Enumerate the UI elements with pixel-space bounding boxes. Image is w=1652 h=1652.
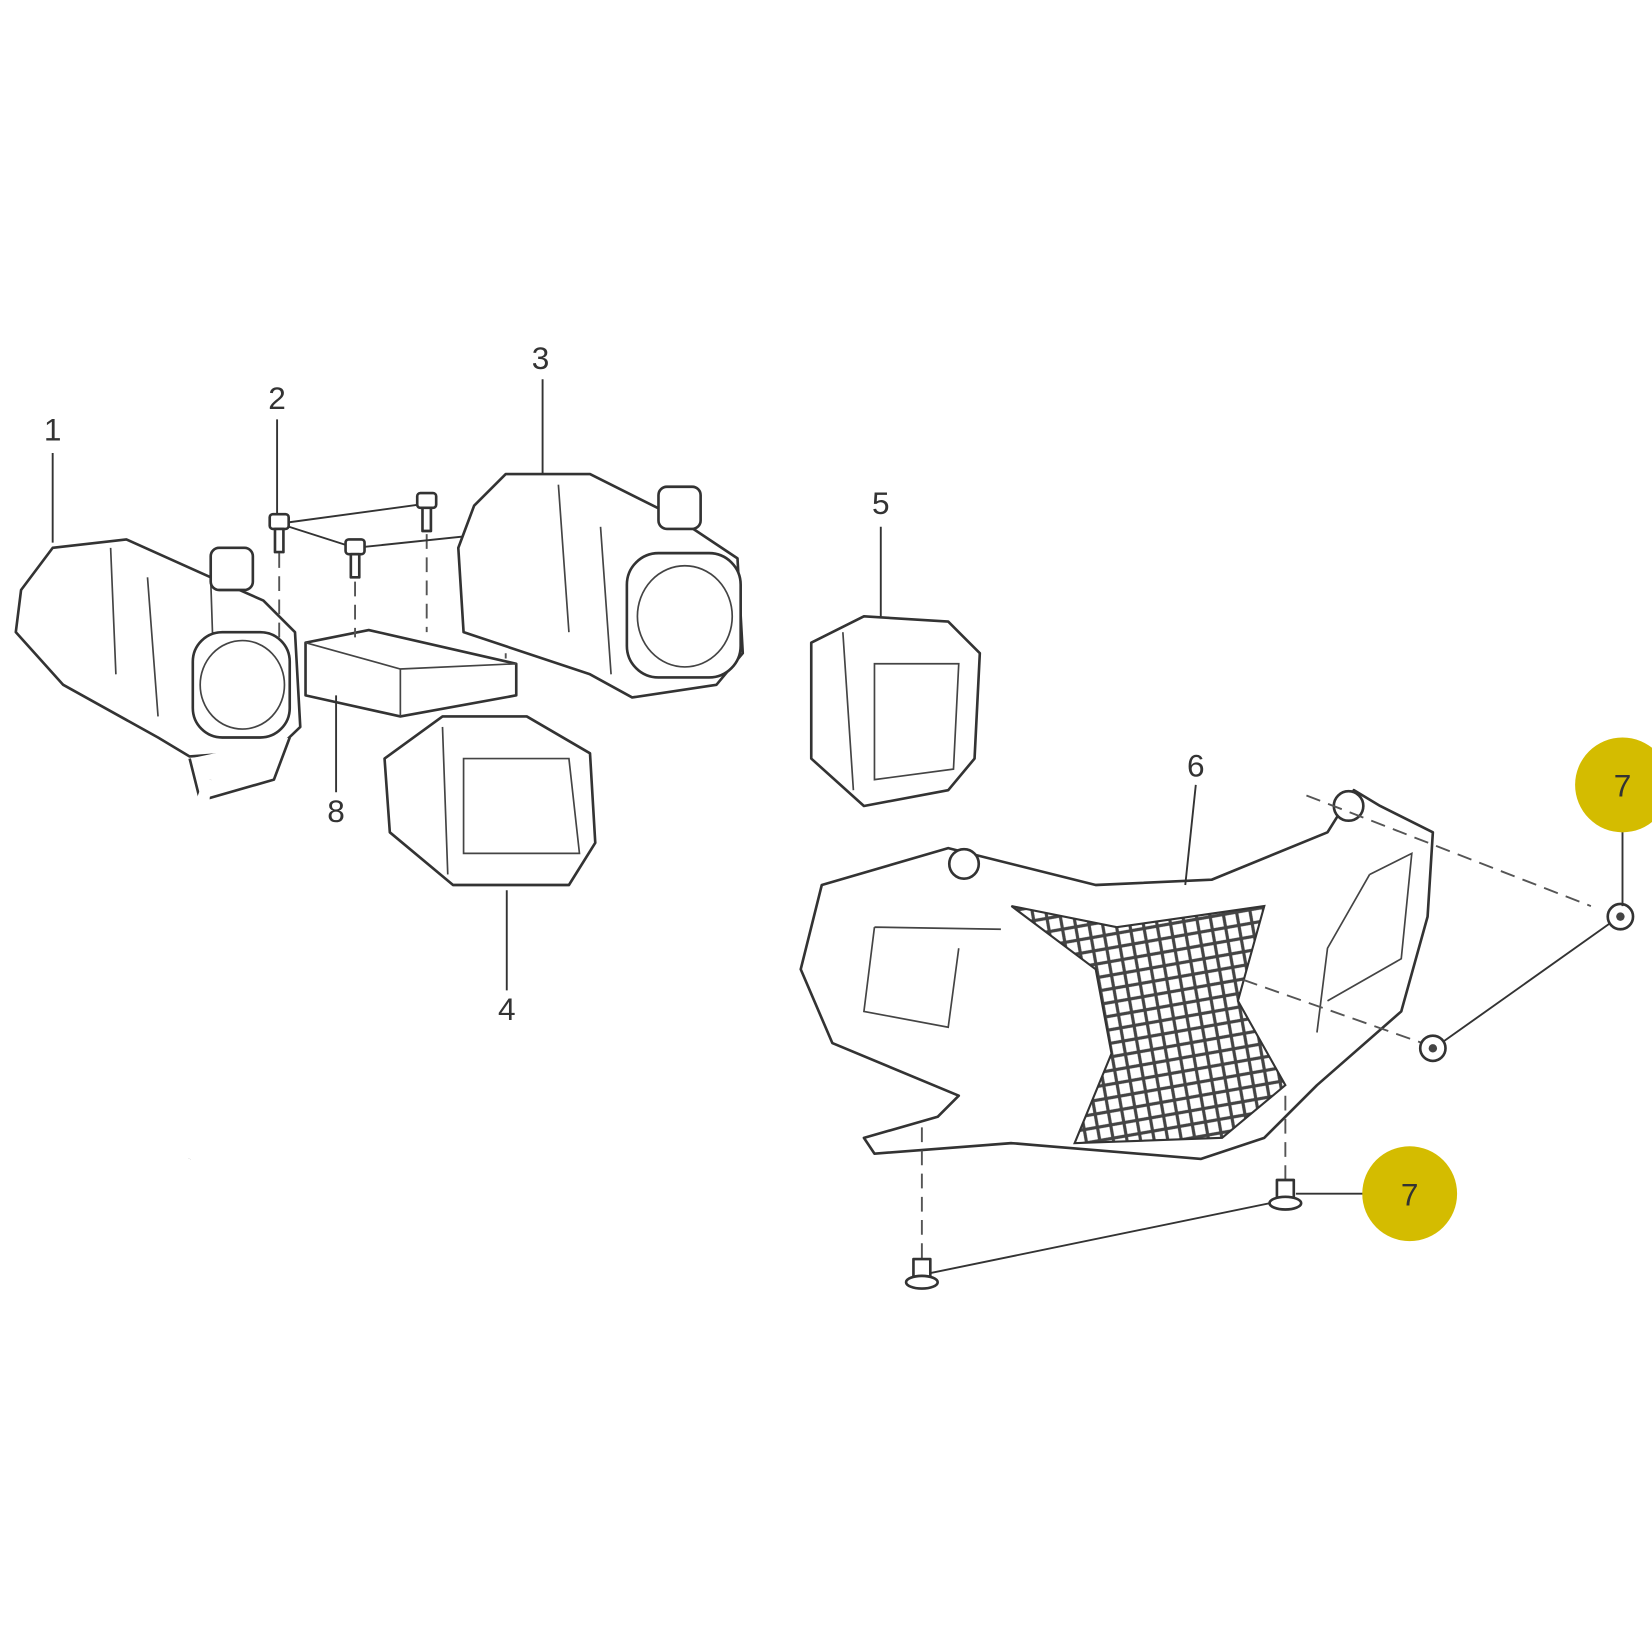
callout-7-top[interactable]: 7 (1614, 768, 1632, 804)
part-5-lamp-shroud[interactable] (809, 615, 982, 808)
highlight-7b (1362, 1146, 1458, 1242)
callout-7-bottom[interactable]: 7 (1401, 1176, 1419, 1212)
part-4-lamp-shroud[interactable] (383, 715, 597, 887)
callout-5[interactable]: 5 (872, 485, 890, 521)
label-leaders (51, 379, 1624, 1195)
callout-1[interactable]: 1 (44, 411, 62, 447)
callout-8[interactable]: 8 (327, 793, 345, 829)
callout-4[interactable]: 4 (498, 991, 516, 1027)
callout-6[interactable]: 6 (1187, 747, 1205, 783)
callout-3[interactable]: 3 (532, 340, 550, 376)
screw-icon (904, 902, 1635, 1290)
callout-2[interactable]: 2 (268, 380, 286, 416)
part-6-headlight-cowl[interactable] (799, 788, 1435, 1161)
part-3-right-headlamp[interactable] (456, 472, 745, 699)
highlight-7a (1575, 737, 1652, 833)
part-8-control-module[interactable] (304, 628, 518, 718)
part-7-fasteners[interactable] (904, 794, 1635, 1290)
part-1-left-headlamp[interactable] (14, 538, 302, 1161)
